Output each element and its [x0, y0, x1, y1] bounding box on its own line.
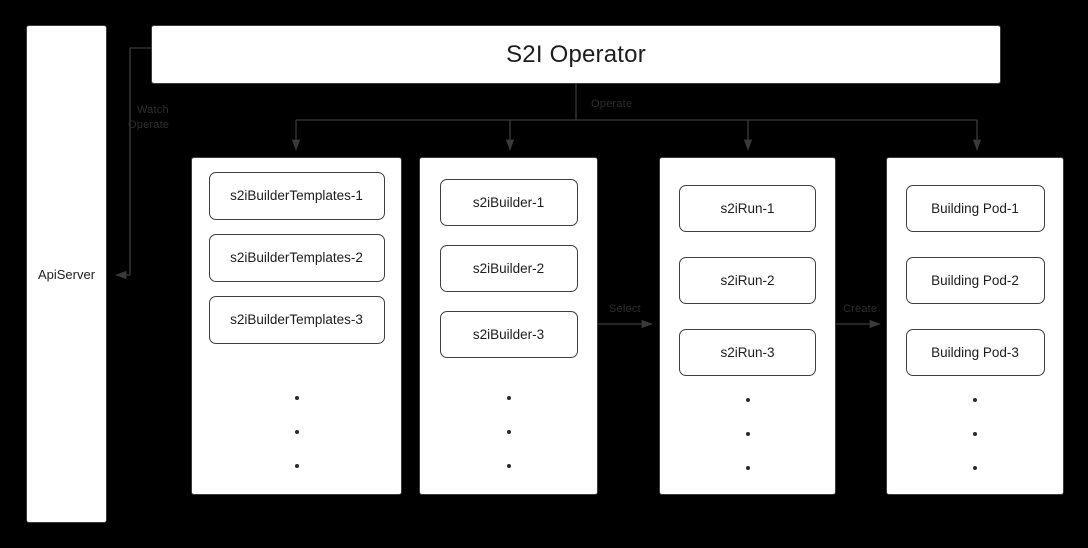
s2i-operator-node[interactable]: S2I Operator: [151, 25, 1001, 84]
edge-label-operate-left: Operate: [128, 119, 170, 131]
ellipsis-dot: [745, 432, 750, 436]
s2i-operator-label: S2I Operator: [506, 40, 646, 68]
ellipsis-dot: [973, 466, 977, 470]
group-s2ibuilder[interactable]: s2iBuilder-1 s2iBuilder-2 s2iBuilder-3: [419, 157, 598, 495]
group-building-pod[interactable]: Building Pod-1 Building Pod-2 Building P…: [886, 157, 1064, 495]
edge-label-watch: Watch: [137, 104, 169, 116]
ellipsis-dot: [506, 464, 511, 468]
apiserver-node[interactable]: ApiServer: [26, 25, 107, 523]
ellipsis-dot: [506, 396, 511, 400]
ellipsis-building-pod: [887, 398, 1063, 470]
item-s2ibuilder-2[interactable]: s2iBuilder-2: [439, 245, 578, 292]
item-s2ibuilder-1[interactable]: s2iBuilder-1: [439, 179, 578, 226]
item-s2irun-2[interactable]: s2iRun-2: [679, 257, 816, 304]
ellipsis-dot: [745, 466, 750, 470]
item-s2ibuilder-3[interactable]: s2iBuilder-3: [439, 311, 578, 358]
ellipsis-s2irun: [660, 398, 835, 470]
apiserver-label: ApiServer: [37, 266, 96, 282]
ellipsis-dot: [745, 398, 750, 402]
group-s2ibuildertemplates[interactable]: s2iBuilderTemplates-1 s2iBuilderTemplate…: [191, 157, 402, 495]
item-building-pod-3[interactable]: Building Pod-3: [905, 329, 1045, 376]
ellipsis-dot: [973, 398, 977, 402]
edge-label-select: Select: [609, 303, 641, 315]
item-s2ibuildertemplates-3[interactable]: s2iBuilderTemplates-3: [208, 296, 385, 344]
ellipsis-dot: [506, 430, 511, 434]
ellipsis-dot: [294, 464, 299, 468]
item-s2irun-3[interactable]: s2iRun-3: [679, 329, 816, 376]
ellipsis-dot: [294, 430, 299, 434]
edge-operator-to-apiserver: [115, 47, 151, 280]
ellipsis-dot: [973, 432, 977, 436]
item-building-pod-1[interactable]: Building Pod-1: [905, 185, 1045, 232]
edge-label-operate-top: Operate: [591, 98, 633, 110]
edge-label-create: Create: [843, 303, 878, 315]
item-s2irun-1[interactable]: s2iRun-1: [679, 185, 816, 232]
item-s2ibuildertemplates-1[interactable]: s2iBuilderTemplates-1: [208, 172, 385, 220]
item-s2ibuildertemplates-2[interactable]: s2iBuilderTemplates-2: [208, 234, 385, 282]
ellipsis-s2ibuildertemplates: [192, 396, 401, 468]
ellipsis-s2ibuilder: [420, 396, 597, 468]
group-s2irun[interactable]: s2iRun-1 s2iRun-2 s2iRun-3: [659, 157, 836, 495]
ellipsis-dot: [294, 396, 299, 400]
item-building-pod-2[interactable]: Building Pod-2: [905, 257, 1045, 304]
